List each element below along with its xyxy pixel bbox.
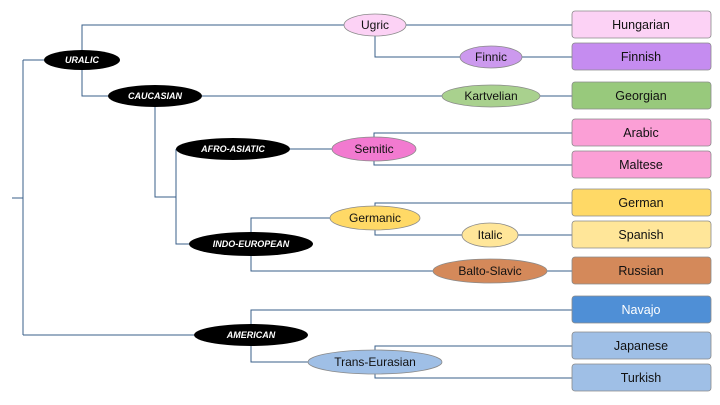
family-label: AFRO-ASIATIC	[200, 144, 265, 154]
subgroup-node-finnic: Finnic	[459, 45, 523, 69]
tree-edge	[250, 346, 308, 363]
language-node-hungarian: Hungarian	[571, 10, 712, 39]
language-node-russian: Russian	[571, 256, 712, 285]
language-node-japanese: Japanese	[571, 331, 712, 360]
family-node-afro-asiatic: AFRO-ASIATIC	[176, 138, 290, 160]
family-label: URALIC	[65, 55, 99, 65]
subgroup-node-trans-eurasian: Trans-Eurasian	[307, 349, 443, 375]
tree-edge	[154, 107, 189, 245]
language-node-spanish: Spanish	[571, 220, 712, 249]
language-node-maltese: Maltese	[571, 150, 712, 179]
subgroup-node-balto-slavic: Balto-Slavic	[432, 258, 548, 284]
subgroup-node-kartvelian: Kartvelian	[441, 84, 541, 108]
tree-edge	[81, 24, 344, 50]
family-label: AMERICAN	[226, 330, 276, 340]
family-label: CAUCASIAN	[128, 91, 183, 101]
language-label: German	[618, 196, 663, 210]
tree-edge	[374, 230, 462, 236]
tree-edge	[250, 256, 433, 272]
subgroup-node-ugric: Ugric	[343, 13, 407, 37]
language-node-finnish: Finnish	[571, 42, 712, 71]
subgroup-label: Kartvelian	[464, 89, 517, 103]
tree-edge	[373, 132, 572, 137]
tree-edges	[12, 24, 572, 379]
language-label: Arabic	[623, 126, 658, 140]
subgroup-label: Italic	[478, 228, 503, 242]
subgroup-label: Finnic	[475, 50, 507, 64]
subgroup-node-italic: Italic	[461, 222, 519, 248]
family-node-indo-european: INDO-EUROPEAN	[189, 232, 313, 256]
language-label: Turkish	[621, 371, 662, 385]
language-label: Hungarian	[612, 18, 670, 32]
language-node-georgian: Georgian	[571, 81, 712, 110]
language-label: Russian	[618, 264, 663, 278]
tree-edge	[374, 36, 460, 58]
subgroup-label: Balto-Slavic	[458, 264, 521, 278]
family-node-caucasian: CAUCASIAN	[108, 85, 202, 107]
tree-edge	[250, 309, 572, 324]
subgroup-label: Trans-Eurasian	[334, 355, 416, 369]
tree-edge	[250, 217, 330, 232]
subgroup-node-semitic: Semitic	[331, 136, 417, 162]
language-label: Spanish	[618, 228, 663, 242]
subgroup-label: Ugric	[361, 18, 389, 32]
language-label: Georgian	[615, 89, 666, 103]
language-label: Maltese	[619, 158, 663, 172]
subgroup-label: Germanic	[349, 211, 401, 225]
language-label: Japanese	[614, 339, 668, 353]
language-label: Navajo	[622, 303, 661, 317]
tree-edge	[81, 70, 108, 97]
language-node-navajo: Navajo	[571, 295, 712, 324]
language-node-arabic: Arabic	[571, 118, 712, 147]
subgroup-label: Semitic	[354, 142, 393, 156]
language-node-german: German	[571, 188, 712, 217]
family-label: INDO-EUROPEAN	[213, 239, 290, 249]
family-node-uralic: URALIC	[44, 50, 120, 70]
language-node-turkish: Turkish	[571, 363, 712, 392]
tree-edge	[374, 345, 572, 350]
tree-edge	[373, 161, 572, 166]
family-node-american: AMERICAN	[194, 324, 308, 346]
tree-edge	[374, 374, 572, 379]
language-label: Finnish	[621, 50, 661, 64]
subgroup-node-germanic: Germanic	[329, 205, 421, 231]
tree-edge	[374, 202, 572, 206]
